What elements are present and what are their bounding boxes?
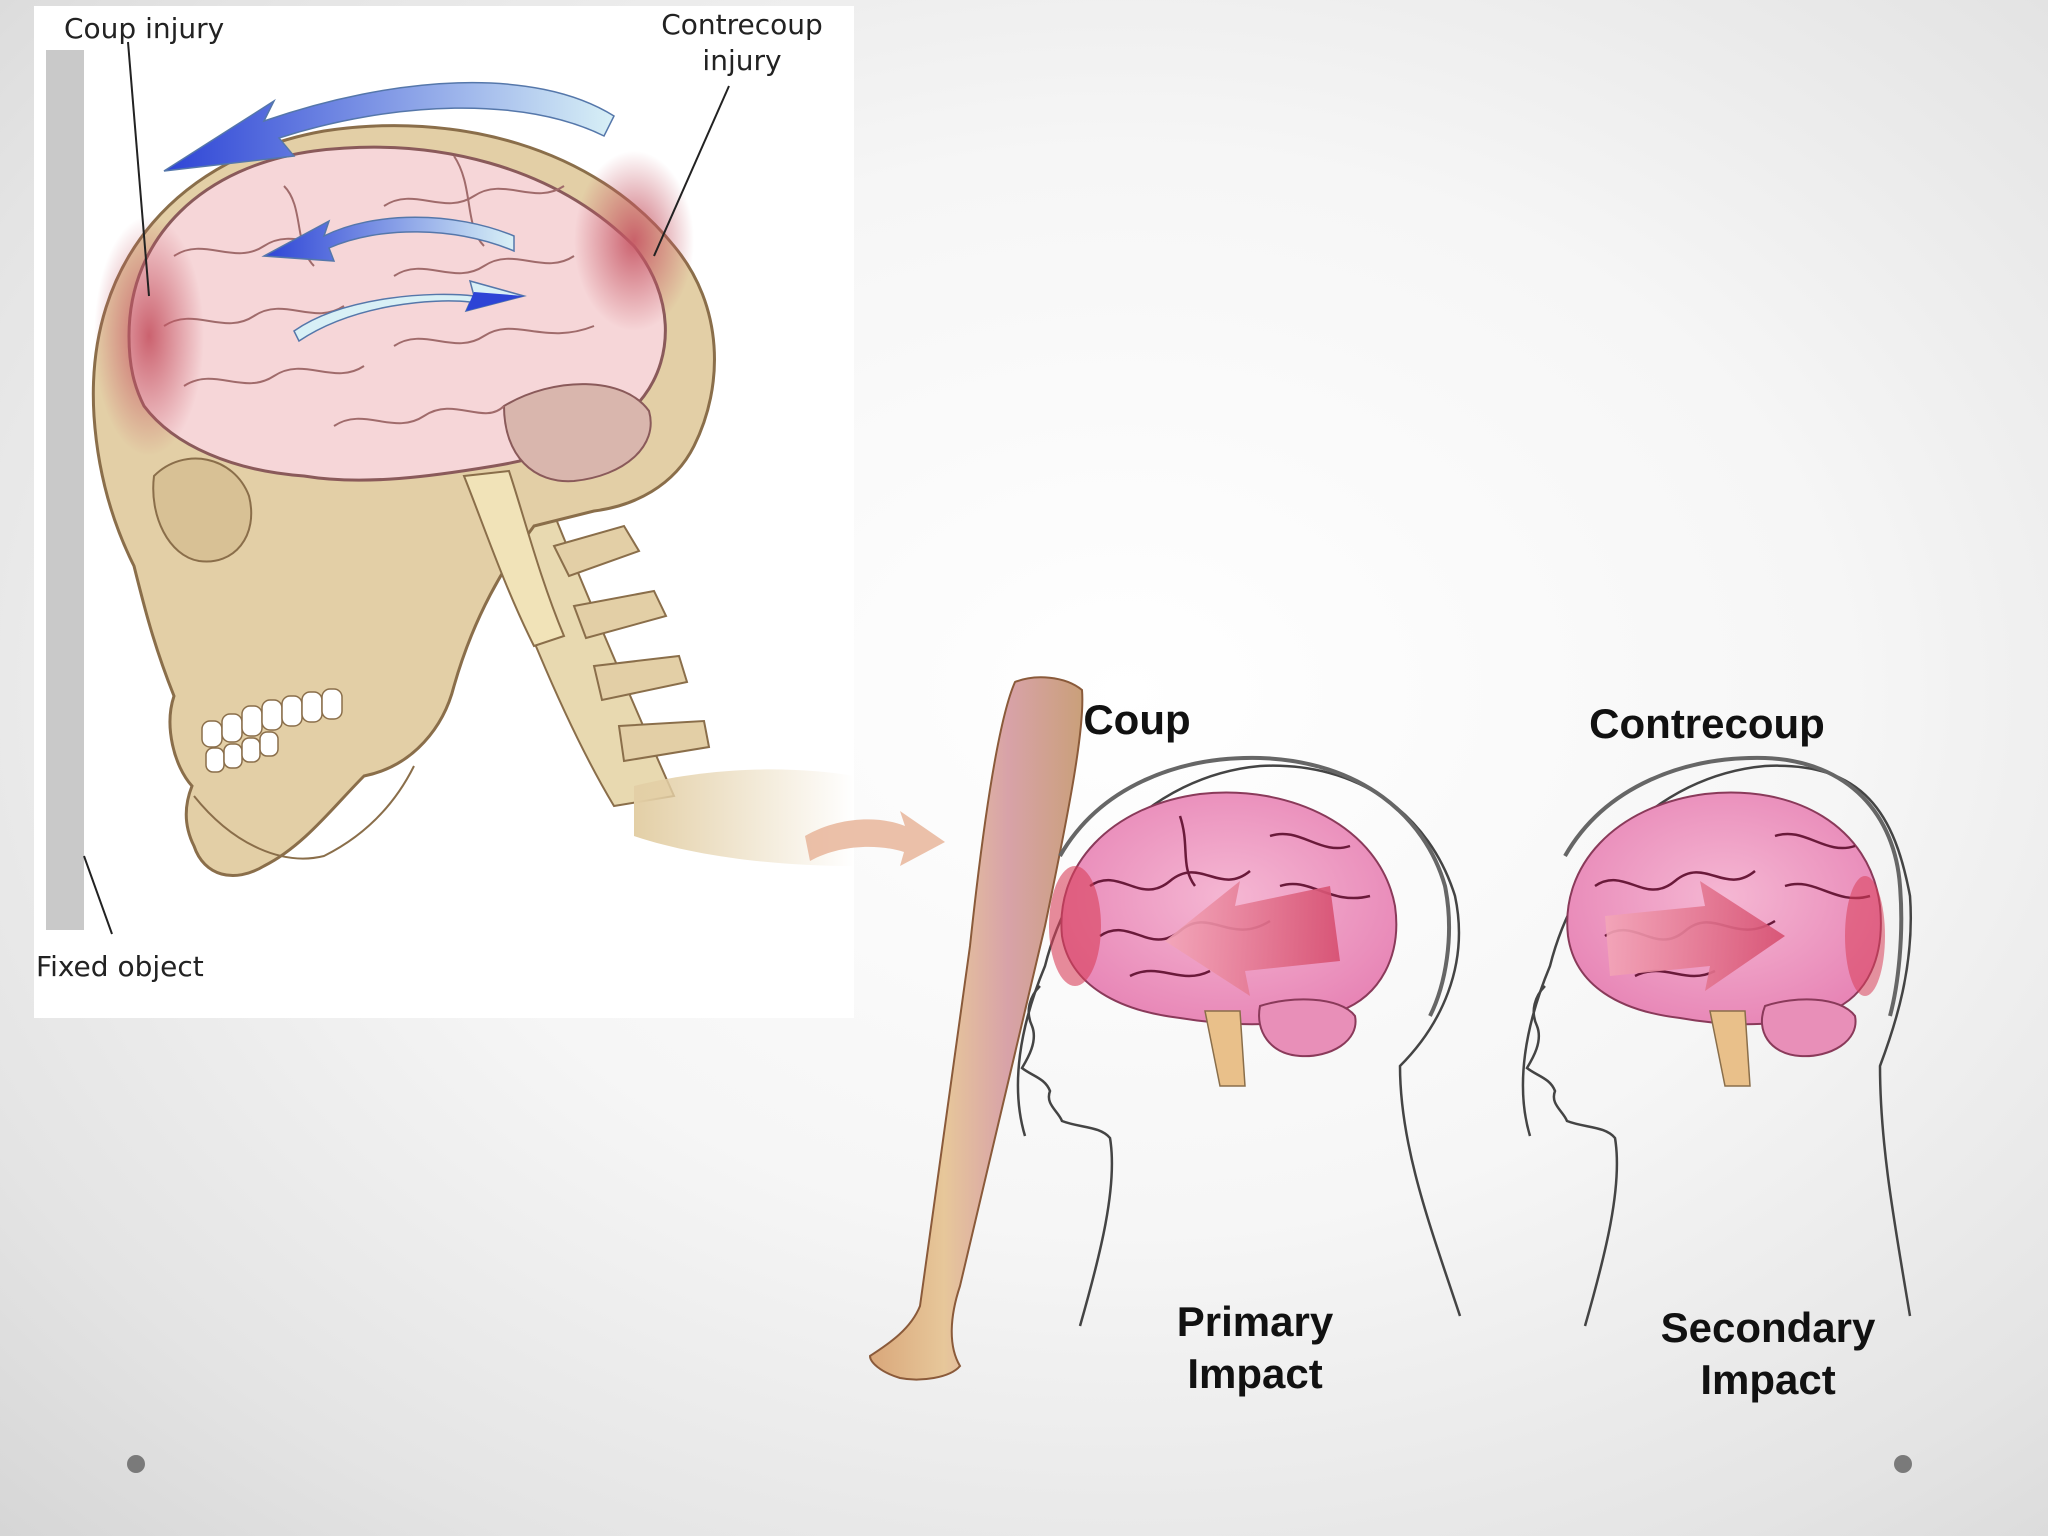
baseball-bat [868,676,1084,1381]
skull-brain-illustration: Coup injury Contrecoup injury Fixed obje… [36,8,854,983]
secondary-impact-label-line1: Secondary [1661,1304,1876,1351]
contrecoup-head [1521,755,1912,1327]
secondary-impact-label-line2: Impact [1700,1356,1835,1403]
contrecoup-bruise-right [1845,876,1885,996]
impact-direction-arrow-icon [805,811,945,866]
contrecoup-bruise [574,151,694,331]
teeth [201,688,343,773]
fixed-object-wall [46,50,84,930]
coup-contrecoup-diagram: Coup injury Contrecoup injury Fixed obje… [34,6,854,1018]
coup-head [1016,755,1462,1327]
contrecoup-injury-label-line2: injury [702,44,781,77]
primary-impact-label-line2: Impact [1187,1350,1322,1397]
contrecoup-injury-label-line1: Contrecoup [661,8,823,41]
cervical-spine [472,474,854,866]
motion-arrows [163,81,615,343]
leader-lines [83,41,730,935]
head-motion-arrow-icon [163,81,615,172]
coup-bruise [94,216,204,456]
primary-impact-label-line1: Primary [1177,1298,1334,1345]
contrecoup-label: Contrecoup [1589,700,1825,747]
fixed-object-label: Fixed object [36,950,204,983]
footer-bullet-left [127,1455,145,1473]
coup-force-arrow-icon [1165,881,1340,996]
footer-bullet-right [1894,1455,1912,1473]
brain [94,145,694,648]
bat-heads-illustration: Coup Contrecoup Primary Impact Secondary… [805,676,1912,1403]
brain-motion-arrow-left-icon [261,216,515,262]
bat-impact-diagram: Coup Contrecoup Primary Impact Secondary… [800,666,1925,1418]
coup-label: Coup [1083,696,1190,743]
coup-injury-label: Coup injury [64,12,224,45]
contrecoup-force-arrow-icon [1605,881,1785,991]
coup-bruise-right [1049,866,1101,986]
